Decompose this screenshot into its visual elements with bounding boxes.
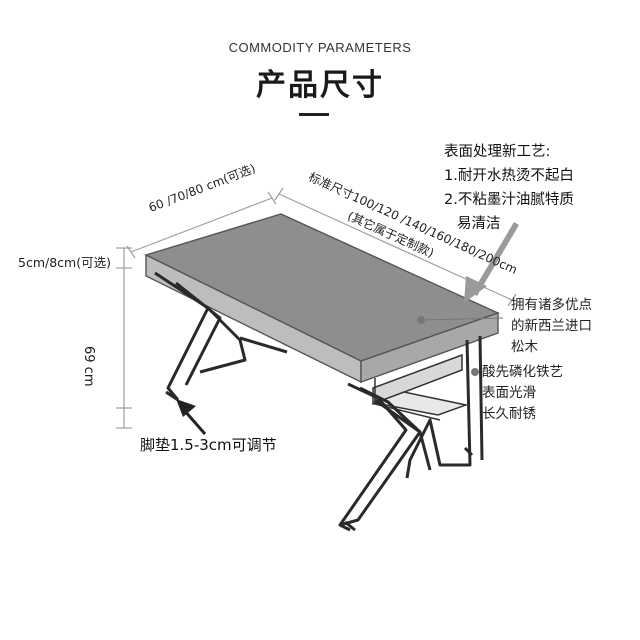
header-subtitle: COMMODITY PARAMETERS bbox=[228, 40, 412, 55]
surface-item-1: 1.耐开水热烫不起白 bbox=[444, 168, 574, 184]
surface-title: 表面处理新工艺: bbox=[444, 144, 551, 160]
height-dimension-line bbox=[116, 247, 132, 429]
frame-line-2: 表面光滑 bbox=[482, 385, 536, 401]
header-underline bbox=[299, 113, 329, 116]
surface-item-3: 易清洁 bbox=[457, 216, 501, 232]
surface-item-2: 2.不粘墨汁油腻特质 bbox=[444, 192, 574, 208]
surface-arrow bbox=[464, 222, 519, 303]
header-title: 产品尺寸 bbox=[256, 68, 384, 103]
frame-callout bbox=[471, 368, 479, 376]
frame-leg-right bbox=[405, 335, 484, 479]
wood-line-3: 松木 bbox=[511, 339, 538, 355]
foot-pad-label: 脚垫1.5-3cm可调节 bbox=[140, 436, 277, 454]
wood-line-1: 拥有诸多优点 bbox=[511, 297, 592, 313]
foot-pad-arrow bbox=[176, 399, 207, 435]
height-label: 69 cm bbox=[81, 346, 96, 387]
tabletop bbox=[144, 213, 500, 384]
frame-leg-left bbox=[154, 271, 288, 402]
thickness-label: 5cm/8cm(可选) bbox=[18, 255, 111, 270]
wood-line-2: 的新西兰进口 bbox=[511, 318, 592, 334]
wood-callout bbox=[417, 316, 504, 324]
side-shelf bbox=[372, 353, 469, 421]
frame-leg-front bbox=[338, 382, 432, 532]
frame-line-1: 酸先磷化铁艺 bbox=[482, 364, 563, 380]
frame-line-3: 长久耐锈 bbox=[482, 406, 536, 422]
